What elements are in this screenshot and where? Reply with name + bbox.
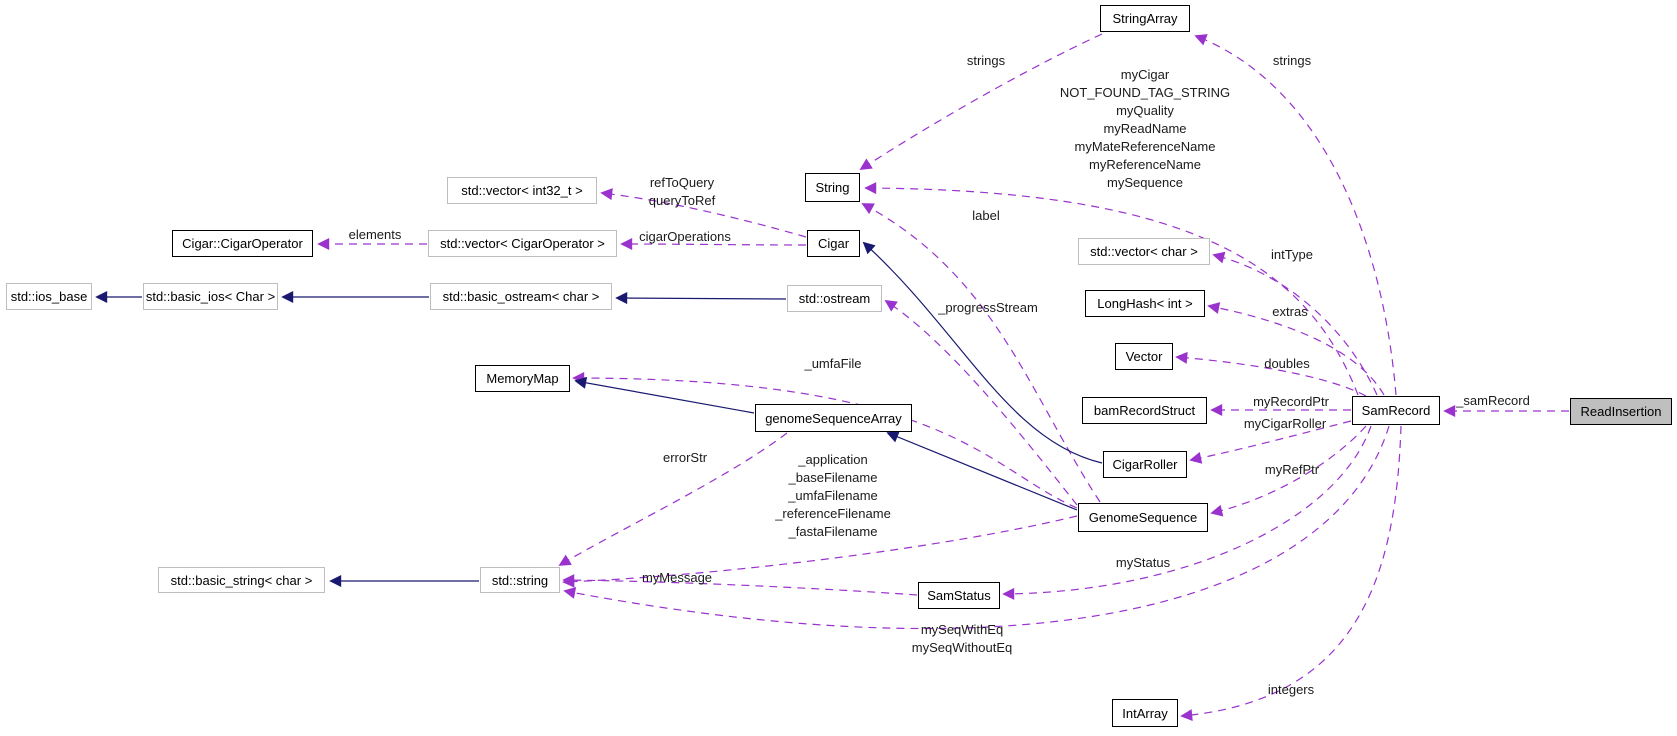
edge-samrecord-vector — [1175, 351, 1367, 397]
edge-samstatus-stdstring — [562, 574, 918, 596]
node-memorymap[interactable]: MemoryMap — [475, 365, 570, 392]
node-basic-string[interactable]: std::basic_string< char > — [158, 567, 325, 593]
edge-samrecord-longhash — [1207, 302, 1385, 396]
edge-genomesequencearray-stdstring — [558, 432, 788, 566]
node-basic-ios[interactable]: std::basic_ios< Char > — [143, 283, 278, 310]
node-vector[interactable]: Vector — [1115, 343, 1173, 370]
node-vector-int32[interactable]: std::vector< int32_t > — [447, 177, 597, 204]
edge-cigar-vecint32 — [600, 188, 807, 238]
node-stringarray[interactable]: StringArray — [1100, 5, 1190, 32]
edge-samrecord-genomesequence — [1210, 425, 1367, 517]
edge-samrecord-stringarray — [1194, 34, 1397, 396]
edge-samrecord-string — [864, 182, 1359, 396]
edge-genomesequence-genomesequencearray — [886, 431, 1078, 511]
edge-genomesequence-stdstring — [562, 515, 1078, 588]
edge-genomesequence-string — [861, 203, 1101, 503]
node-intarray[interactable]: IntArray — [1112, 699, 1178, 727]
edge-genomesequencearray-memorymap — [574, 376, 755, 414]
node-readinsertion[interactable]: ReadInsertion — [1570, 398, 1672, 425]
edge-samrecord-cigarroller — [1189, 420, 1352, 464]
node-ios-base[interactable]: std::ios_base — [6, 283, 92, 310]
node-genomesequence[interactable]: GenomeSequence — [1078, 503, 1208, 532]
edge-cigarroller-cigar — [862, 241, 1103, 464]
node-samstatus[interactable]: SamStatus — [918, 582, 1000, 609]
node-std-string[interactable]: std::string — [480, 567, 560, 593]
node-basic-ostream[interactable]: std::basic_ostream< char > — [430, 283, 612, 310]
edge-cigar-veccigarop — [620, 238, 807, 251]
node-string[interactable]: String — [805, 173, 860, 202]
edge-samrecord-intarray — [1180, 425, 1402, 722]
node-vector-cigaroperator[interactable]: std::vector< CigarOperator > — [428, 230, 617, 257]
edge-ostream-basicostream — [615, 292, 787, 305]
edge-samrecord-samstatus — [1002, 425, 1372, 600]
node-ostream[interactable]: std::ostream — [787, 285, 882, 312]
node-longhash[interactable]: LongHash< int > — [1085, 290, 1205, 317]
edge-genomesequence-ostream — [884, 300, 1078, 506]
node-cigarroller[interactable]: CigarRoller — [1103, 451, 1187, 478]
node-vector-char[interactable]: std::vector< char > — [1078, 238, 1210, 265]
node-genomesequencearray[interactable]: genomeSequenceArray — [755, 404, 912, 432]
node-bamrecordstruct[interactable]: bamRecordStruct — [1082, 397, 1207, 424]
node-samrecord[interactable]: SamRecord — [1352, 396, 1440, 425]
edge-samrecord-stdstring — [563, 425, 1390, 630]
node-cigar[interactable]: Cigar — [807, 230, 860, 257]
node-cigar-cigaroperator[interactable]: Cigar::CigarOperator — [172, 230, 313, 257]
edge-stringarray-string — [859, 33, 1103, 170]
